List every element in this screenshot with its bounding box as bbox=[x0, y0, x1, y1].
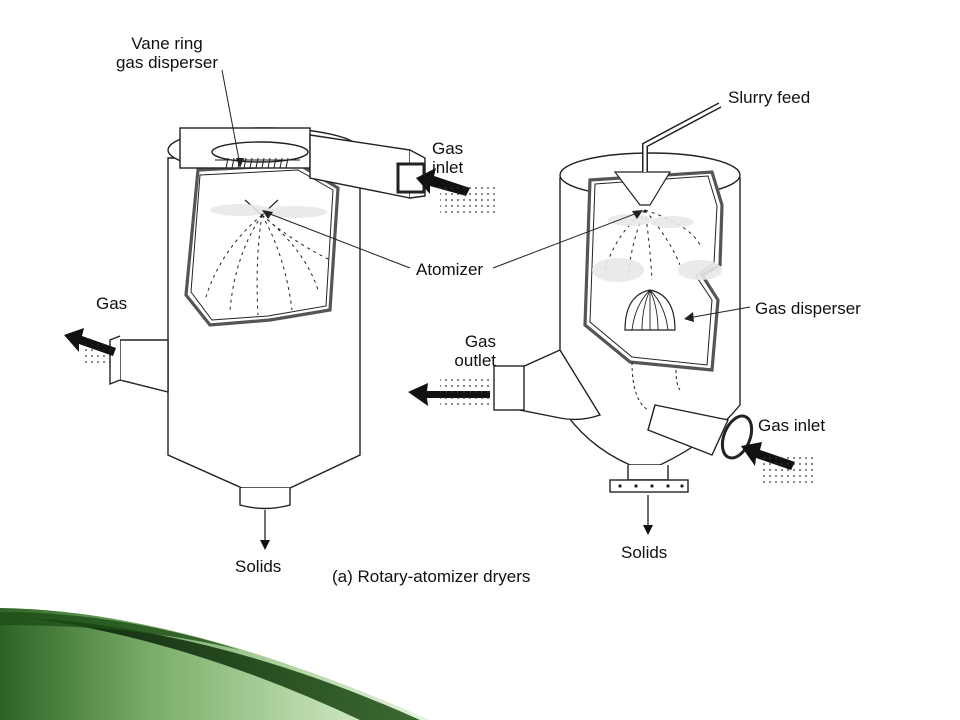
vane-ring-label-line1: Vane ring bbox=[131, 34, 203, 53]
left-gas-inlet-label: Gas inlet bbox=[432, 139, 463, 177]
slurry-feed-label: Slurry feed bbox=[728, 88, 811, 107]
gas-disperser-label: Gas disperser bbox=[755, 299, 861, 318]
left-gas-outlet-duct bbox=[119, 339, 169, 393]
right-spray-cloud bbox=[592, 214, 722, 282]
right-solids-label: Solids bbox=[621, 543, 668, 562]
leader-lines bbox=[221, 69, 751, 319]
gas-outlet-label-line2: outlet bbox=[454, 351, 496, 370]
right-gas-outlet-arrow bbox=[408, 375, 492, 409]
left-spray-cloud bbox=[210, 204, 327, 218]
slide-swoosh bbox=[0, 608, 430, 720]
left-solids-arrow bbox=[260, 510, 270, 550]
figure-caption: (a) Rotary-atomizer dryers bbox=[332, 567, 531, 586]
atomizer-label: Atomizer bbox=[416, 260, 484, 279]
left-gas-inlet-label-line2: inlet bbox=[432, 158, 464, 177]
gas-outlet-label-line1: Gas bbox=[464, 332, 496, 351]
left-gas-outlet-arrow bbox=[64, 328, 116, 366]
right-gas-inlet-arrow bbox=[741, 442, 815, 483]
right-dryer bbox=[493, 102, 754, 493]
left-solids-label: Solids bbox=[235, 557, 282, 576]
gas-outlet-label: Gas outlet bbox=[440, 332, 496, 370]
right-solids-arrow bbox=[643, 495, 653, 535]
vane-ring-label-line2: gas disperser bbox=[115, 53, 219, 72]
left-dryer bbox=[109, 127, 426, 510]
vane-ring-label: Vane ring gas disperser bbox=[112, 34, 222, 72]
right-gas-outlet-duct bbox=[519, 349, 602, 421]
right-gas-inlet-label: Gas inlet bbox=[758, 416, 826, 435]
left-gas-inlet-label-line1: Gas bbox=[432, 139, 464, 158]
leader-arrowheads bbox=[236, 158, 694, 322]
left-gas-inlet-arrow bbox=[416, 168, 495, 215]
left-gas-label: Gas bbox=[96, 294, 128, 313]
right-gas-inlet-pipe bbox=[647, 404, 730, 456]
